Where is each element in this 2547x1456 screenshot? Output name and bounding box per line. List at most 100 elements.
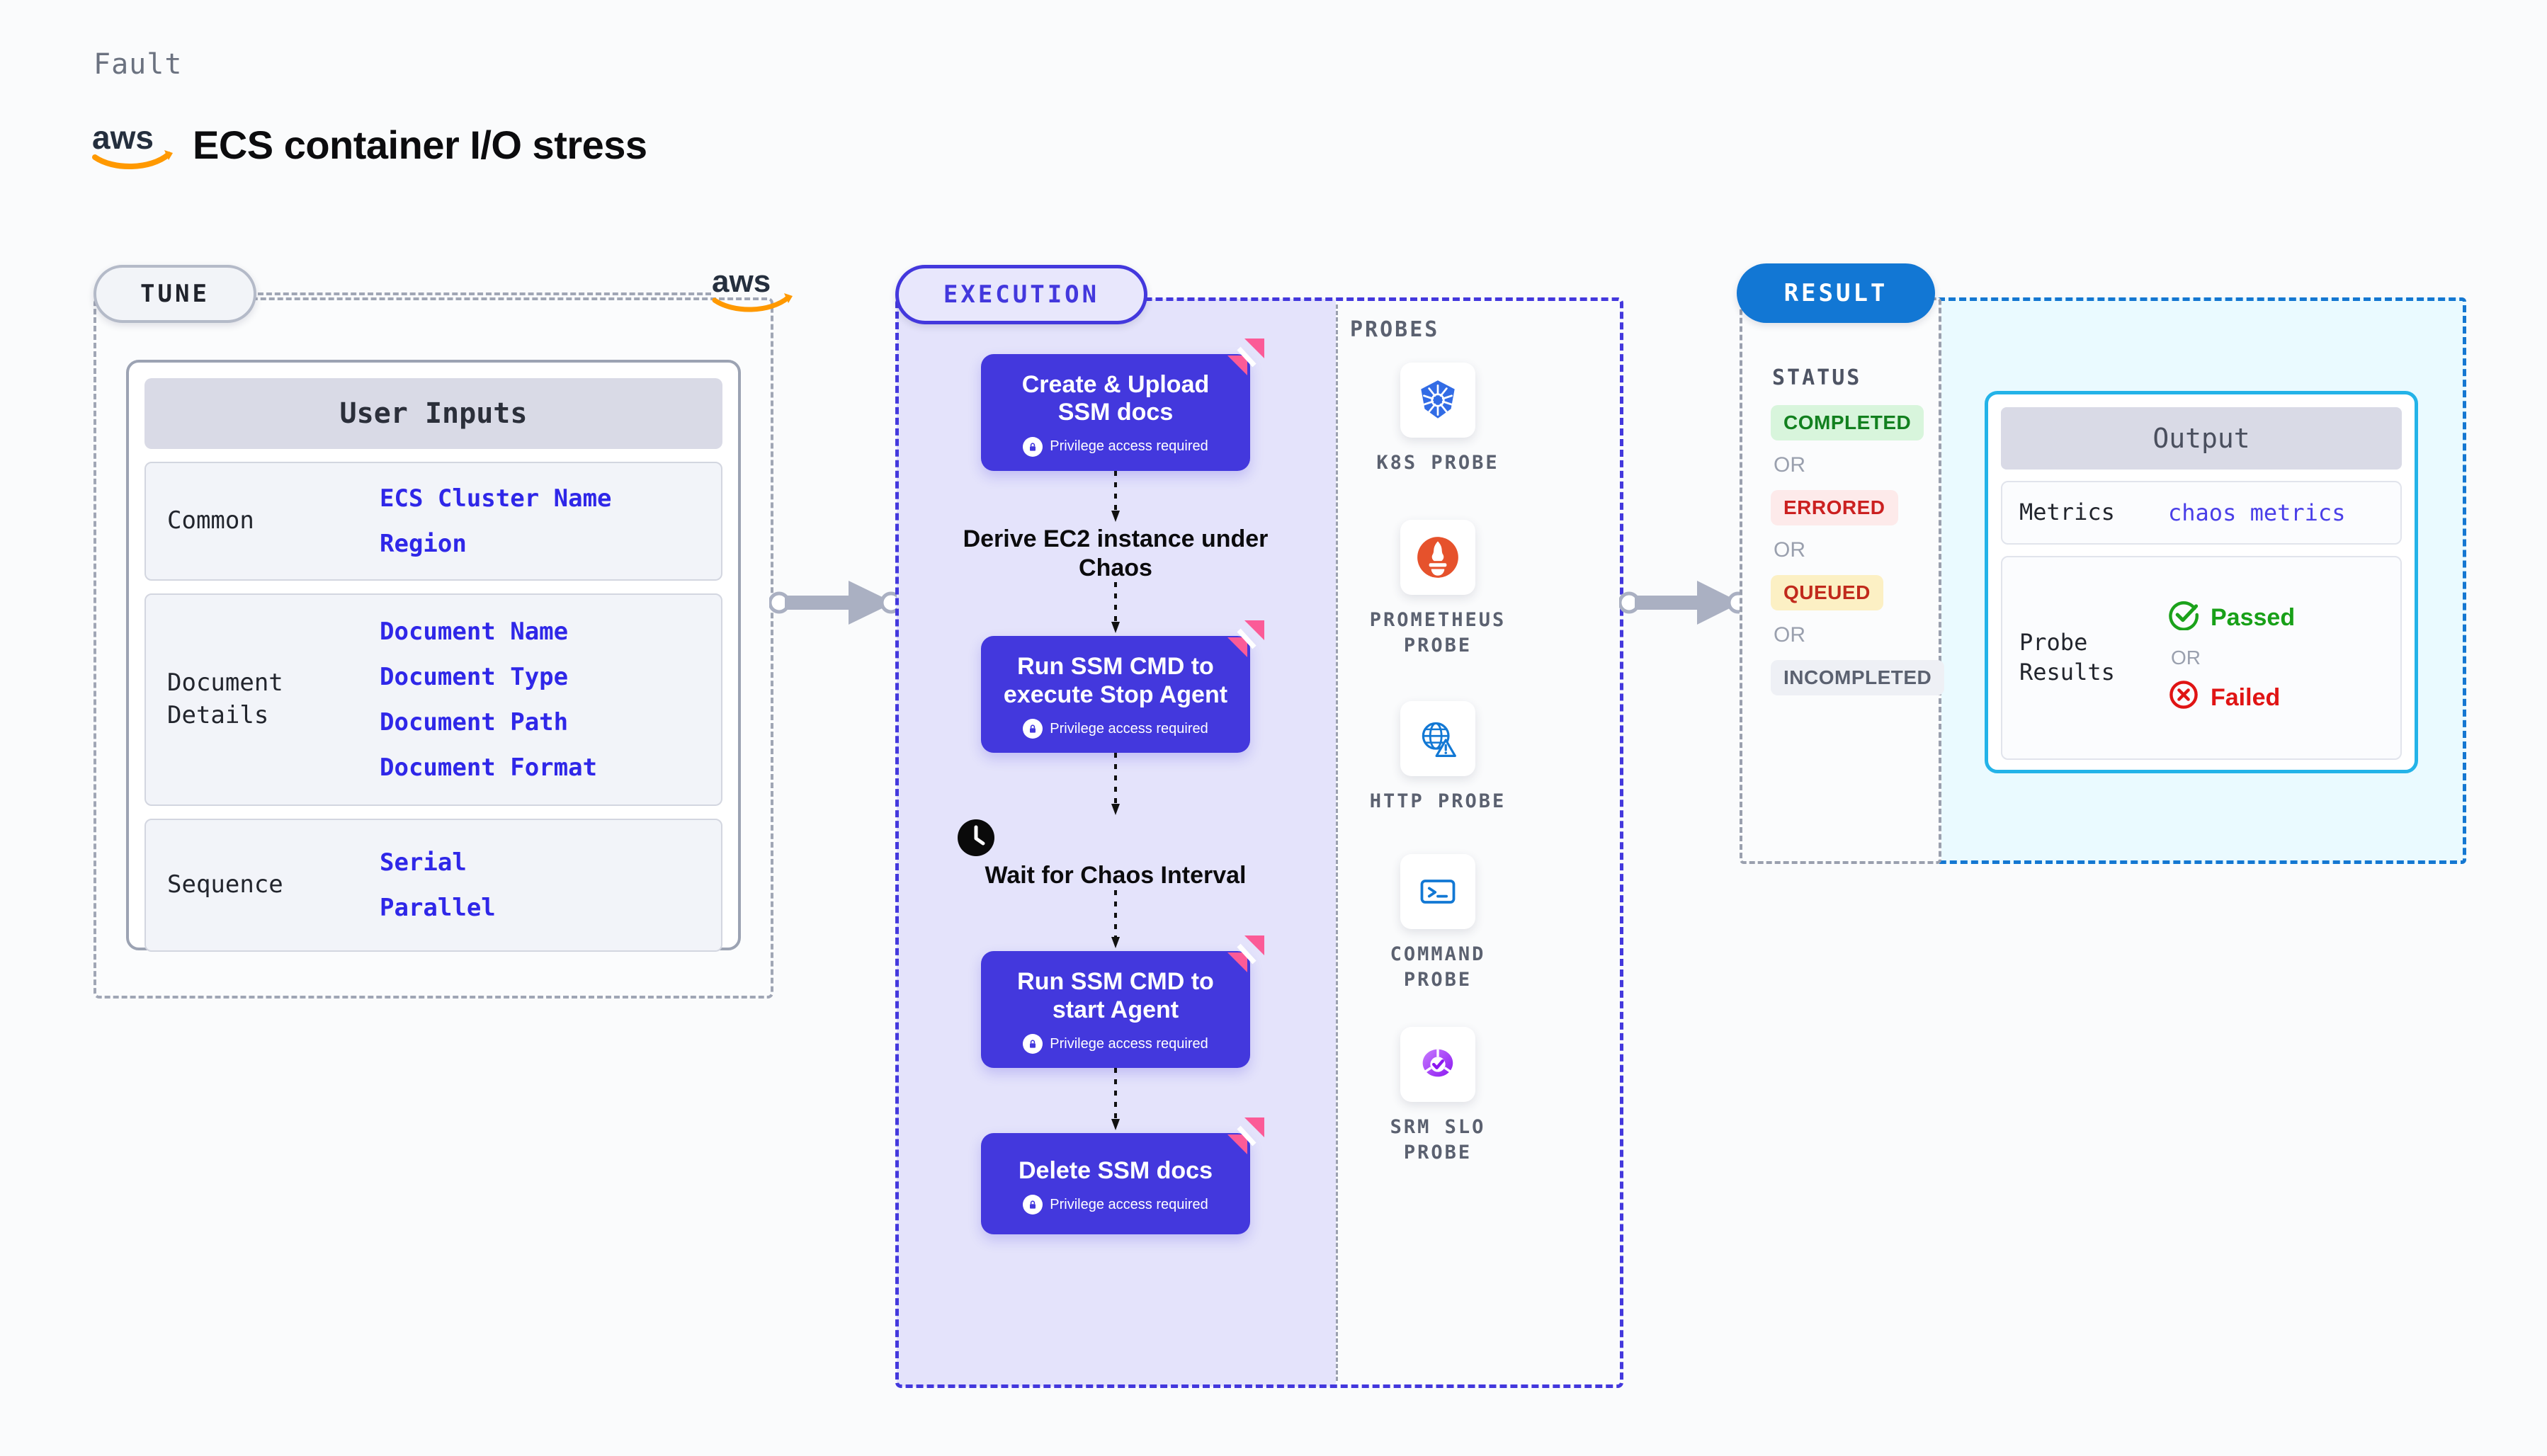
http-globe-icon (1400, 701, 1475, 776)
x-circle-icon (2168, 679, 2199, 717)
lock-icon (1023, 719, 1043, 739)
user-inputs-card: User Inputs Common ECS Cluster Name Regi… (126, 360, 741, 952)
execution-flow: Create & Upload SSM docs Privilege acces… (956, 339, 1275, 1235)
flow-step-title: Delete SSM docs (1019, 1157, 1213, 1185)
lock-icon (1023, 1034, 1043, 1054)
litmus-corner-icon (1223, 1116, 1266, 1156)
input-row-sequence: Sequence Serial Parallel (144, 819, 722, 952)
terminal-icon (1400, 854, 1475, 929)
probe-http[interactable]: HTTP PROBE (1353, 701, 1523, 814)
input-row-common: Common ECS Cluster Name Region (144, 462, 722, 581)
flow-arrow (956, 582, 1275, 636)
probes-label: PROBES (1350, 317, 1440, 342)
status-badge-queued: QUEUED (1771, 575, 1883, 610)
probe-passed-label: Passed (2211, 604, 2296, 631)
probe-k8s[interactable]: K8S PROBE (1353, 363, 1523, 476)
flow-arrow (956, 1068, 1275, 1133)
execution-panel (895, 297, 1623, 1388)
status-label: STATUS (1772, 365, 1862, 390)
flow-step-derive-ec2-instance: Derive EC2 instance under Chaos (956, 525, 1275, 583)
aws-logo-icon: aws (712, 263, 794, 316)
privilege-note: Privilege access required (994, 1195, 1237, 1215)
tune-to-execution-arrow (768, 576, 904, 632)
privilege-note: Privilege access required (994, 1034, 1237, 1054)
lock-icon (1023, 1195, 1043, 1215)
flow-step-title: Run SSM CMD to start Agent (1017, 968, 1214, 1023)
flow-step-title: Run SSM CMD to execute Stop Agent (1003, 653, 1228, 708)
input-row-label: Sequence (167, 870, 283, 899)
lock-icon (1023, 436, 1043, 457)
input-row-values: ECS Cluster Name Region (380, 484, 612, 558)
probe-failed-label: Failed (2211, 684, 2281, 711)
result-badge: RESULT (1737, 263, 1935, 323)
probes-divider (1336, 305, 1338, 1381)
probe-result-values: Passed OR Failed (2168, 599, 2295, 717)
probe-prometheus[interactable]: PROMETHEUS PROBE (1353, 520, 1523, 659)
output-metrics-value[interactable]: chaos metrics (2168, 499, 2346, 526)
tune-badge: TUNE (93, 265, 256, 323)
probe-label: COMMAND PROBE (1390, 943, 1486, 991)
privilege-note-text: Privilege access required (1050, 1196, 1208, 1212)
probe-label: SRM SLO PROBE (1390, 1116, 1486, 1164)
litmus-corner-icon (1223, 619, 1266, 659)
input-row-values: Serial Parallel (380, 848, 496, 922)
privilege-note: Privilege access required (994, 719, 1237, 739)
clock-icon (956, 819, 996, 860)
input-value[interactable]: ECS Cluster Name (380, 484, 612, 513)
flow-step-title: Derive EC2 instance under Chaos (963, 525, 1269, 581)
aws-logo-icon: aws (91, 119, 174, 170)
probe-result-passed: Passed (2168, 599, 2295, 637)
fault-kicker: Fault (93, 48, 183, 81)
status-list: COMPLETED OR ERRORED OR QUEUED OR INCOMP… (1771, 405, 1948, 695)
flow-step-run-ssm-cmd-stop-agent[interactable]: Run SSM CMD to execute Stop Agent Privil… (981, 620, 1264, 753)
probe-label: HTTP PROBE (1369, 790, 1507, 812)
title-row: aws ECS container I/O stress (91, 119, 647, 170)
user-inputs-title: User Inputs (144, 378, 722, 449)
privilege-note-text: Privilege access required (1050, 1035, 1208, 1052)
probe-command[interactable]: COMMAND PROBE (1353, 854, 1523, 994)
srm-slo-icon (1400, 1027, 1475, 1102)
flow-arrow (956, 890, 1275, 951)
input-value[interactable]: Document Type (380, 663, 569, 691)
input-value[interactable]: Document Format (380, 753, 598, 782)
litmus-corner-icon (1223, 337, 1266, 377)
flow-step-run-ssm-cmd-start-agent[interactable]: Run SSM CMD to start Agent Privilege acc… (981, 935, 1264, 1069)
flow-step-title: Create & Upload SSM docs (1021, 371, 1210, 426)
input-row-values: Document Name Document Type Document Pat… (380, 618, 597, 782)
input-row-label: Common (167, 506, 254, 535)
status-badge-errored: ERRORED (1771, 490, 1898, 525)
flow-arrow (956, 753, 1275, 818)
or-text: OR (2171, 647, 2201, 669)
flow-step-delete-ssm-docs[interactable]: Delete SSM docs Privilege access require… (981, 1117, 1264, 1235)
input-value[interactable]: Region (380, 530, 467, 558)
flow-step-wait-for-chaos-interval: Wait for Chaos Interval (956, 818, 1275, 890)
output-row-metrics: Metrics chaos metrics (2001, 481, 2402, 545)
probe-srm-slo[interactable]: SRM SLO PROBE (1353, 1027, 1523, 1166)
probe-label: K8S PROBE (1376, 452, 1499, 474)
status-badge-incompleted: INCOMPLETED (1771, 660, 1945, 695)
or-text: OR (1774, 453, 1805, 477)
flow-step-title: Wait for Chaos Interval (985, 862, 1247, 889)
input-value[interactable]: Serial (380, 848, 467, 877)
or-text: OR (1774, 623, 1805, 647)
output-row-label: Metrics (2019, 499, 2115, 526)
privilege-note: Privilege access required (994, 436, 1237, 457)
input-value[interactable]: Document Path (380, 708, 569, 736)
privilege-note-text: Privilege access required (1050, 438, 1208, 455)
input-value[interactable]: Document Name (380, 618, 569, 646)
tune-dashed-connector (258, 292, 711, 295)
kubernetes-icon (1400, 363, 1475, 438)
check-circle-icon (2168, 599, 2199, 637)
status-badge-completed: COMPLETED (1771, 405, 1924, 440)
execution-badge: EXECUTION (895, 265, 1147, 324)
flow-step-create-upload-ssm-docs[interactable]: Create & Upload SSM docs Privilege acces… (981, 339, 1264, 471)
page-title: ECS container I/O stress (193, 122, 647, 167)
execution-to-result-arrow (1618, 576, 1751, 632)
input-value[interactable]: Parallel (380, 894, 496, 922)
